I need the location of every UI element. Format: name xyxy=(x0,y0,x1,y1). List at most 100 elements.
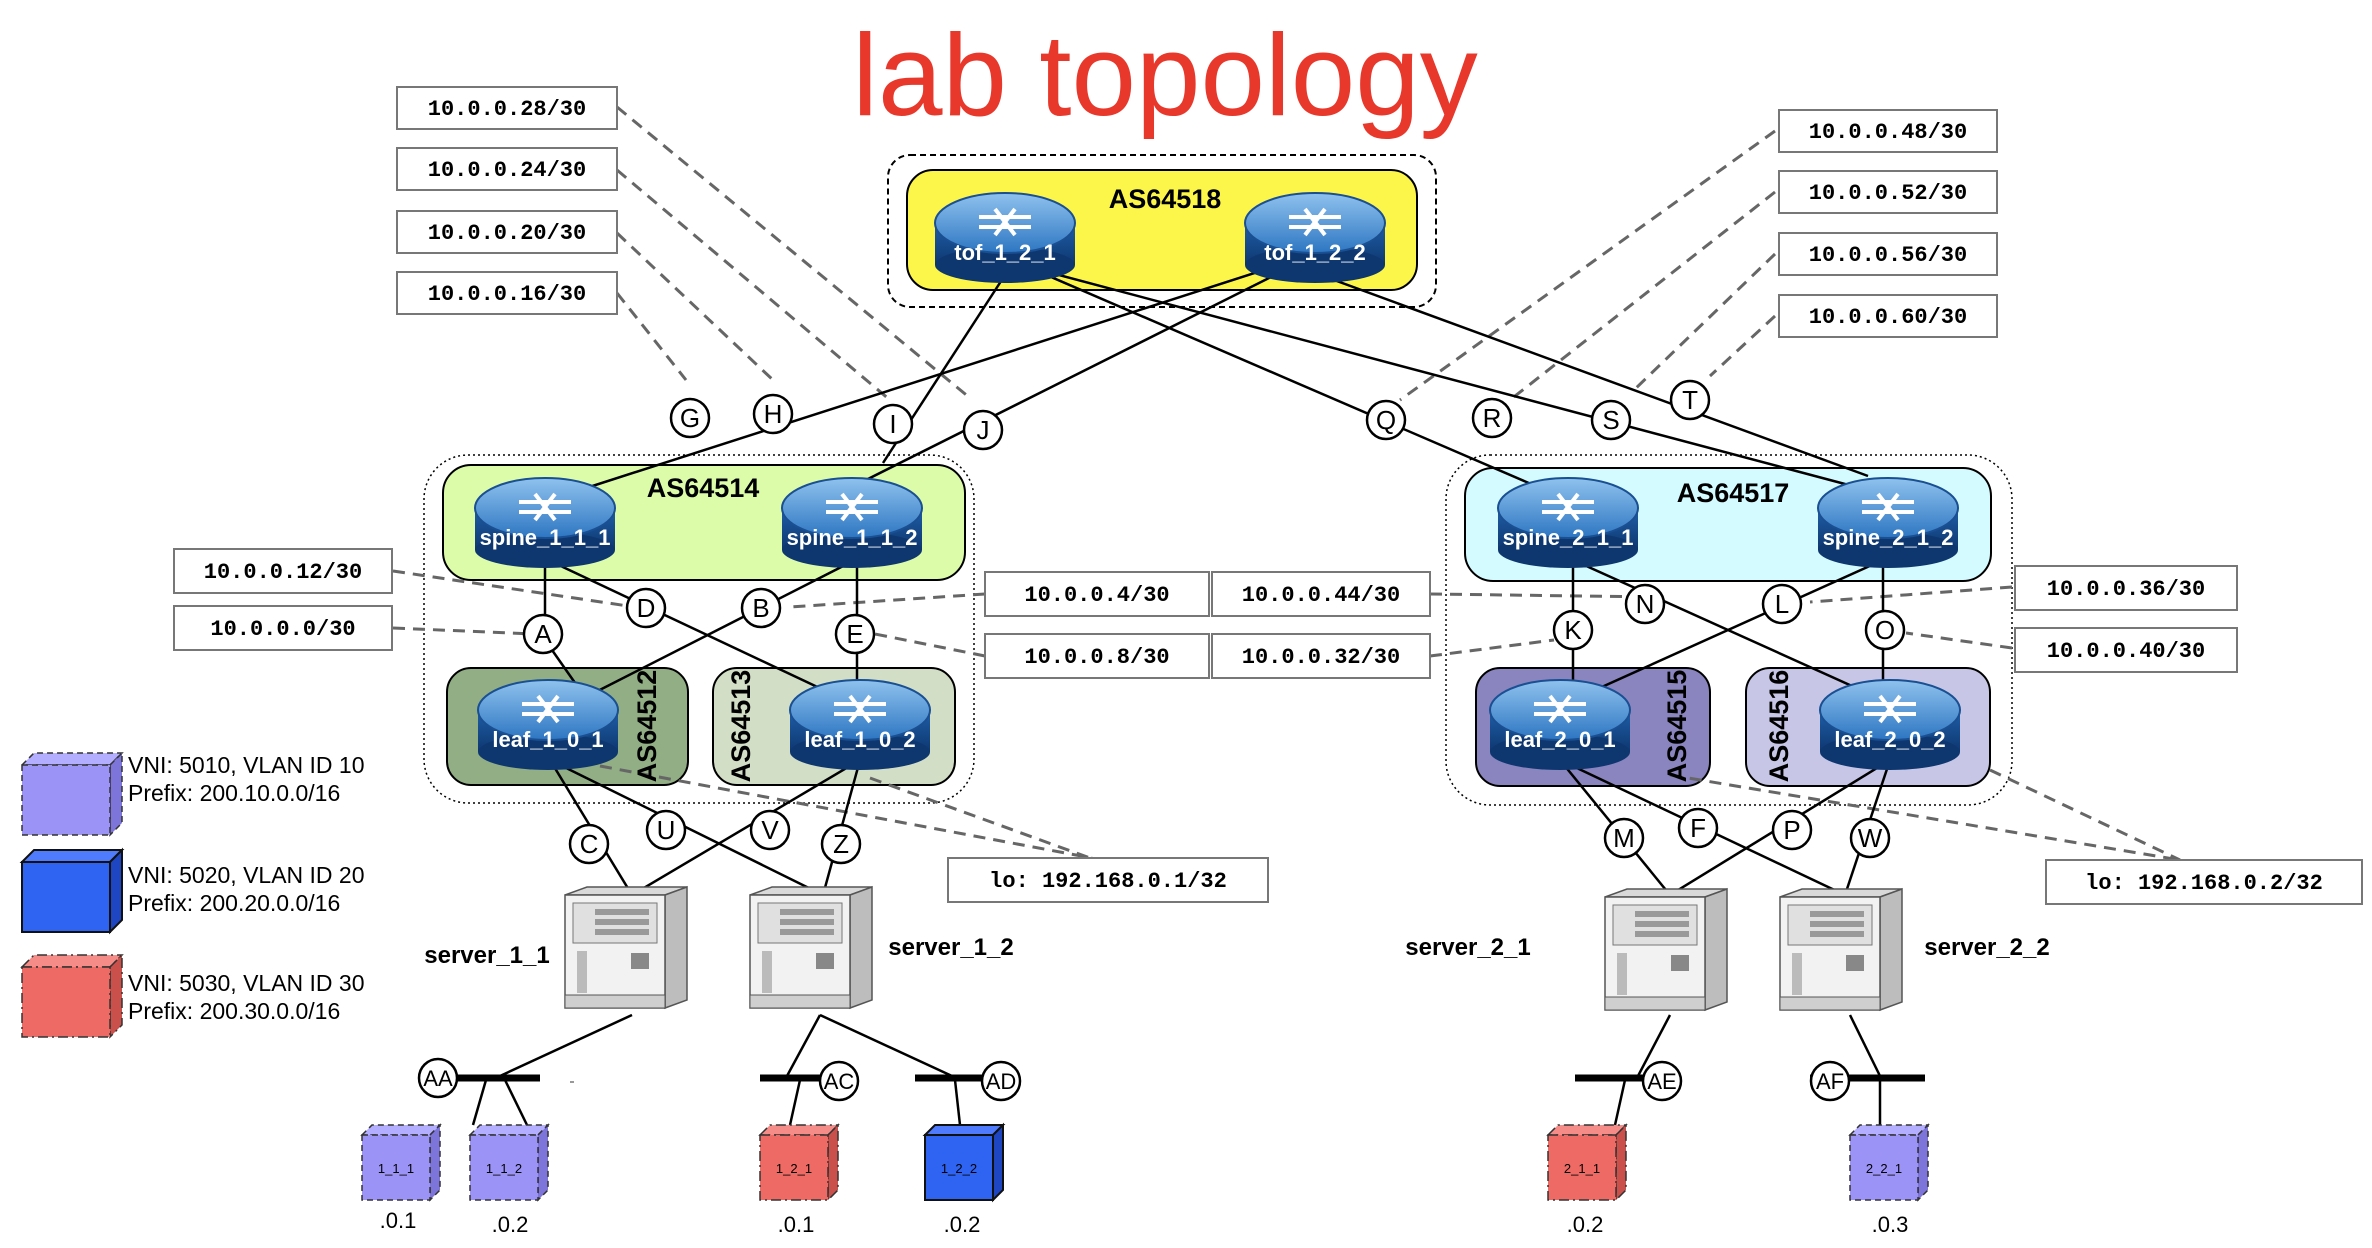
server-icon xyxy=(1779,887,1903,1012)
svg-text:M: M xyxy=(1613,823,1635,853)
client-ip: .0.3 xyxy=(1872,1212,1909,1237)
as-label-pod1: AS64514 xyxy=(647,473,760,503)
client-ip: .0.2 xyxy=(492,1212,529,1237)
prefix-box: 10.0.0.60/30 xyxy=(1778,294,1998,338)
router-label: leaf_2_0_2 xyxy=(1834,727,1945,752)
link-label-aa: AA xyxy=(417,1057,459,1099)
router-tof-1-2-1: tof_1_2_1 xyxy=(934,192,1076,283)
link-label-d: D xyxy=(625,587,667,629)
svg-text:J: J xyxy=(977,415,990,445)
svg-text:W: W xyxy=(1858,823,1883,853)
prefix-box: 10.0.0.56/30 xyxy=(1778,232,1998,276)
router-label: leaf_2_0_1 xyxy=(1504,727,1615,752)
svg-text:AA: AA xyxy=(423,1066,453,1091)
router-label: spine_2_1_1 xyxy=(1503,525,1634,550)
router-leaf-2-0-1: leaf_2_0_1 xyxy=(1489,679,1631,770)
svg-text:O: O xyxy=(1875,615,1895,645)
svg-text:10.0.0.12/30: 10.0.0.12/30 xyxy=(204,560,362,585)
client-1-2-2: 1_2_2 xyxy=(922,1122,1006,1203)
legend: VNI: 5010, VLAN ID 10 Prefix: 200.10.0.0… xyxy=(19,751,365,1039)
prefix-box: 10.0.0.16/30 xyxy=(396,271,618,315)
router-spine-2-1-1: spine_2_1_1 xyxy=(1497,477,1639,568)
router-label: spine_1_1_1 xyxy=(480,525,611,550)
client-ip: .0.2 xyxy=(944,1212,981,1237)
diagram-title: lab topology xyxy=(852,10,1478,140)
svg-text:10.0.0.36/30: 10.0.0.36/30 xyxy=(2047,577,2205,602)
prefix-box: 10.0.0.40/30 xyxy=(2014,627,2238,673)
svg-text:V: V xyxy=(761,815,779,845)
client-name: 1_1_2 xyxy=(486,1161,522,1176)
router-tof-1-2-2: tof_1_2_2 xyxy=(1244,192,1386,283)
as-label-leaf-2-0-2: AS64516 xyxy=(1764,670,1794,783)
svg-text:10.0.0.52/30: 10.0.0.52/30 xyxy=(1809,181,1967,206)
client-ip: .0.2 xyxy=(1567,1212,1604,1237)
link-label-m: M xyxy=(1603,817,1645,859)
svg-text:AD: AD xyxy=(986,1069,1017,1094)
link-label-h: H xyxy=(752,393,794,435)
legend-prefix: Prefix: 200.30.0.0/16 xyxy=(128,998,340,1024)
pod2-group xyxy=(1445,454,2013,806)
svg-text:Z: Z xyxy=(833,829,849,859)
link-label-s: S xyxy=(1590,399,1632,441)
as-label-top: AS64518 xyxy=(1109,184,1222,214)
client-1-1-1: 1_1_1 xyxy=(360,1123,442,1202)
svg-text:K: K xyxy=(1564,615,1582,645)
svg-text:AC: AC xyxy=(824,1069,855,1094)
link-label-k: K xyxy=(1552,609,1594,651)
svg-text:G: G xyxy=(680,403,700,433)
svg-text:A: A xyxy=(534,619,552,649)
svg-text:D: D xyxy=(637,593,656,623)
router-leaf-2-0-2: leaf_2_0_2 xyxy=(1819,679,1961,770)
svg-text:Q: Q xyxy=(1376,405,1396,435)
client-ip: .0.1 xyxy=(778,1212,815,1237)
svg-text:AF: AF xyxy=(1816,1069,1844,1094)
prefix-box: 10.0.0.0/30 xyxy=(173,605,393,651)
prefix-box: 10.0.0.44/30 xyxy=(1211,571,1431,617)
link-label-p: P xyxy=(1771,809,1813,851)
svg-text:10.0.0.48/30: 10.0.0.48/30 xyxy=(1809,120,1967,145)
link-label-e: E xyxy=(834,613,876,655)
link-label-v: V xyxy=(749,809,791,851)
svg-text:10.0.0.40/30: 10.0.0.40/30 xyxy=(2047,639,2205,664)
client-name: 1_2_2 xyxy=(941,1161,977,1176)
legend-vni: VNI: 5030, VLAN ID 30 xyxy=(128,970,365,996)
svg-text:I: I xyxy=(889,409,896,439)
legend-cube-vlan20 xyxy=(19,847,125,935)
svg-text:AE: AE xyxy=(1647,1069,1676,1094)
router-leaf-1-0-1: leaf_1_0_1 xyxy=(477,679,619,770)
link-label-z: Z xyxy=(820,823,862,865)
svg-text:S: S xyxy=(1602,405,1619,435)
router-spine-1-1-2: spine_1_1_2 xyxy=(781,477,923,568)
router-leaf-1-0-2: leaf_1_0_2 xyxy=(789,679,931,770)
link-label-f: F xyxy=(1677,807,1719,849)
prefix-box: 10.0.0.4/30 xyxy=(984,571,1210,617)
link-label-c: C xyxy=(568,823,610,865)
link-label-u: U xyxy=(645,809,687,851)
server-label-1-1: server_1_1 xyxy=(424,942,549,969)
svg-text:H: H xyxy=(764,399,783,429)
prefix-box: 10.0.0.8/30 xyxy=(984,633,1210,679)
router-label: leaf_1_0_1 xyxy=(492,727,603,752)
svg-text:lo: 192.168.0.1/32: lo: 192.168.0.1/32 xyxy=(989,869,1227,894)
link-label-o: O xyxy=(1864,609,1906,651)
legend-prefix: Prefix: 200.10.0.0/16 xyxy=(128,780,340,806)
link-label-a: A xyxy=(522,613,564,655)
link-label-l: L xyxy=(1761,583,1803,625)
as-label-leaf-1-0-2: AS64513 xyxy=(726,670,756,783)
router-label: spine_2_1_2 xyxy=(1823,525,1954,550)
svg-text:10.0.0.8/30: 10.0.0.8/30 xyxy=(1024,645,1169,670)
loopback-box-pod2: lo: 192.168.0.2/32 xyxy=(2045,859,2363,905)
router-spine-2-1-2: spine_2_1_2 xyxy=(1817,477,1959,568)
svg-text:F: F xyxy=(1690,813,1706,843)
client-name: 1_1_1 xyxy=(378,1161,414,1176)
router-label: leaf_1_0_2 xyxy=(804,727,915,752)
svg-text:10.0.0.60/30: 10.0.0.60/30 xyxy=(1809,305,1967,330)
link-label-g: G xyxy=(669,397,711,439)
legend-cube-vlan10 xyxy=(20,751,124,837)
server-label-1-2: server_1_2 xyxy=(888,934,1013,961)
client-name: 2_1_1 xyxy=(1564,1161,1600,1176)
prefix-box: 10.0.0.28/30 xyxy=(396,86,618,130)
link-label-q: Q xyxy=(1365,399,1407,441)
top-as-group xyxy=(887,154,1437,308)
client-1-2-1: 1_2_1 xyxy=(758,1123,840,1202)
